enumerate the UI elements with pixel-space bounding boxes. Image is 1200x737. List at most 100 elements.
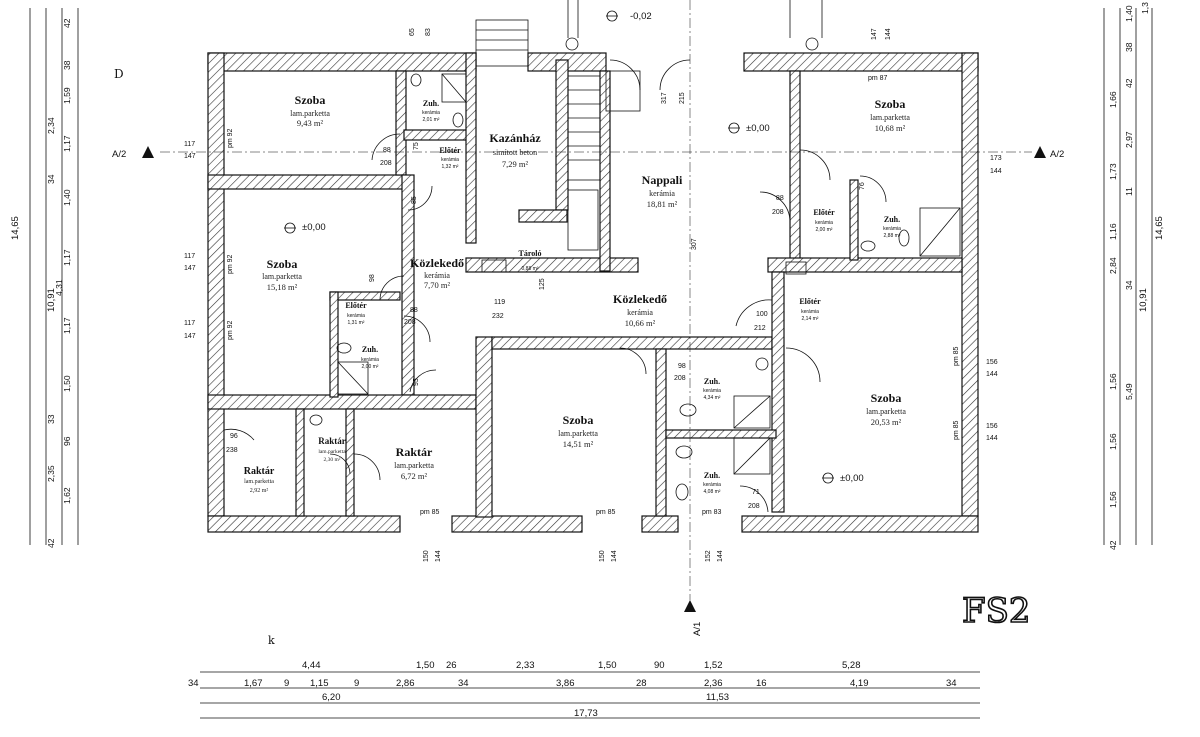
svg-text:1,62: 1,62 [62,487,72,504]
level-text: ±0,00 [840,473,864,484]
section-mark-bottom: A/1 [692,622,703,636]
room-floor: kerámia [441,157,459,163]
room-floor: lam.parketta [318,449,346,455]
room-raktar-s2: Raktár lam.parketta 2,30 m² [318,436,346,463]
corner-mark: D [114,67,124,81]
svg-text:6,20: 6,20 [322,692,341,703]
room-floor: kerámia [361,357,379,363]
room-name: Előtér [439,146,461,155]
svg-text:95: 95 [413,378,420,386]
svg-text:pm 83: pm 83 [702,509,722,516]
room-floor: lam.parketta [244,479,274,485]
svg-text:117: 117 [184,320,195,327]
svg-text:34: 34 [946,678,957,689]
room-floor: kerámia [422,110,440,116]
room-area: 10,66 m² [625,318,656,328]
svg-text:1,16: 1,16 [1108,223,1118,240]
svg-text:4,44: 4,44 [302,660,321,671]
svg-text:1,73: 1,73 [1108,163,1118,180]
right-dim-labels: 1,3 1,40 38 42 1,66 1,73 2,97 11 1,16 2,… [1108,2,1165,550]
svg-text:150: 150 [423,550,430,562]
svg-text:5,49: 5,49 [1124,383,1134,400]
svg-text:9: 9 [284,678,289,689]
room-area: 18,81 m² [647,199,678,209]
bottom-dim-row1: 4,44 1,50 26 2,33 1,50 90 1,52 5,28 [302,660,861,671]
room-area: 6,72 m² [401,471,428,481]
room-floor: kerámia [801,309,819,315]
room-name: Közlekedő [410,256,464,270]
svg-text:147: 147 [184,153,196,160]
room-zuh-c2: Zuh. kerámia 4,08 m² [703,471,721,495]
room-area: 2,30 m² [324,457,341,463]
room-area: 1,31 m² [348,320,365,326]
svg-text:144: 144 [986,371,998,378]
bottom-dim-row4: 17,73 [574,708,598,719]
svg-text:98: 98 [369,274,376,282]
room-area: 4,34 m² [704,395,721,401]
svg-text:150: 150 [599,550,606,562]
room-name: Raktár [396,445,433,459]
room-name: Raktár [318,436,346,446]
room-eloter-nw: Előtér kerámia 1,32 m² [439,146,461,170]
room-floor: kerámia [424,271,450,280]
svg-text:1,15: 1,15 [310,678,329,689]
opening-dims: 117 147 117 147 117 147 pm 92 pm 92 pm 9… [184,28,1002,562]
room-name: Zuh. [704,471,720,480]
svg-text:pm 85: pm 85 [953,346,960,366]
room-szoba-ne: Szoba lam.parketta 10,68 m² [870,97,910,133]
svg-text:1,67: 1,67 [244,678,263,689]
room-name: Zuh. [704,377,720,386]
svg-text:96: 96 [62,436,72,446]
room-floor: kerámia [703,482,721,488]
svg-text:156: 156 [986,359,998,366]
handwritten-marks: FS2 D k [114,67,1031,647]
room-name: Előtér [813,208,835,217]
svg-text:96: 96 [230,433,238,440]
room-szoba-nw: Szoba lam.parketta 9,43 m² [290,93,330,128]
room-area: 0,88 m² [522,266,539,272]
svg-text:11: 11 [1124,187,1134,196]
svg-text:215: 215 [679,92,686,104]
left-dimensions [29,8,79,545]
svg-text:1,17: 1,17 [62,249,72,266]
svg-text:1,59: 1,59 [62,87,72,104]
svg-text:14,65: 14,65 [10,216,21,240]
room-name: Zuh. [362,345,378,354]
room-zuh-c1: Zuh. kerámia 4,34 m² [703,377,721,401]
room-kozlekedo-w: Közlekedő kerámia 7,70 m² [410,256,464,290]
svg-text:9: 9 [354,678,359,689]
level-marker-entrance: -0,02 [606,10,652,22]
room-floor: lam.parketta [870,113,910,122]
room-kozlekedo-c: Közlekedő kerámia 10,66 m² [613,292,667,328]
room-name: Tároló [519,249,542,258]
svg-text:1,17: 1,17 [62,135,72,152]
svg-text:76: 76 [859,182,866,190]
svg-text:88: 88 [383,147,391,154]
svg-text:117: 117 [184,253,195,260]
room-area: 2,01 m² [423,117,440,123]
level-text: ±0,00 [746,123,770,134]
room-area: 1,32 m² [442,164,459,170]
room-tarolo: Tároló 0,88 m² [519,249,542,272]
svg-text:42: 42 [1108,540,1118,550]
room-area: 2,00 m² [816,227,833,233]
svg-text:88: 88 [410,307,418,314]
room-area: 2,00 m² [362,364,379,370]
room-floor: simított beton [493,148,537,157]
svg-text:1,56: 1,56 [1108,491,1118,508]
svg-text:88: 88 [776,195,784,202]
svg-text:238: 238 [226,447,238,454]
svg-text:208: 208 [380,160,392,167]
room-name: Szoba [563,413,594,427]
svg-text:38: 38 [1124,42,1134,52]
svg-text:5,28: 5,28 [842,660,861,671]
room-zuh-w: Zuh. kerámia 2,00 m² [361,345,379,370]
room-szoba-c: Szoba lam.parketta 14,51 m² [558,413,598,449]
svg-text:144: 144 [611,550,618,562]
room-area: 4,08 m² [704,489,721,495]
svg-text:2,35: 2,35 [46,465,56,482]
room-area: 2,92 m² [250,488,269,494]
svg-text:1,40: 1,40 [62,189,72,206]
svg-text:11,53: 11,53 [706,692,729,703]
